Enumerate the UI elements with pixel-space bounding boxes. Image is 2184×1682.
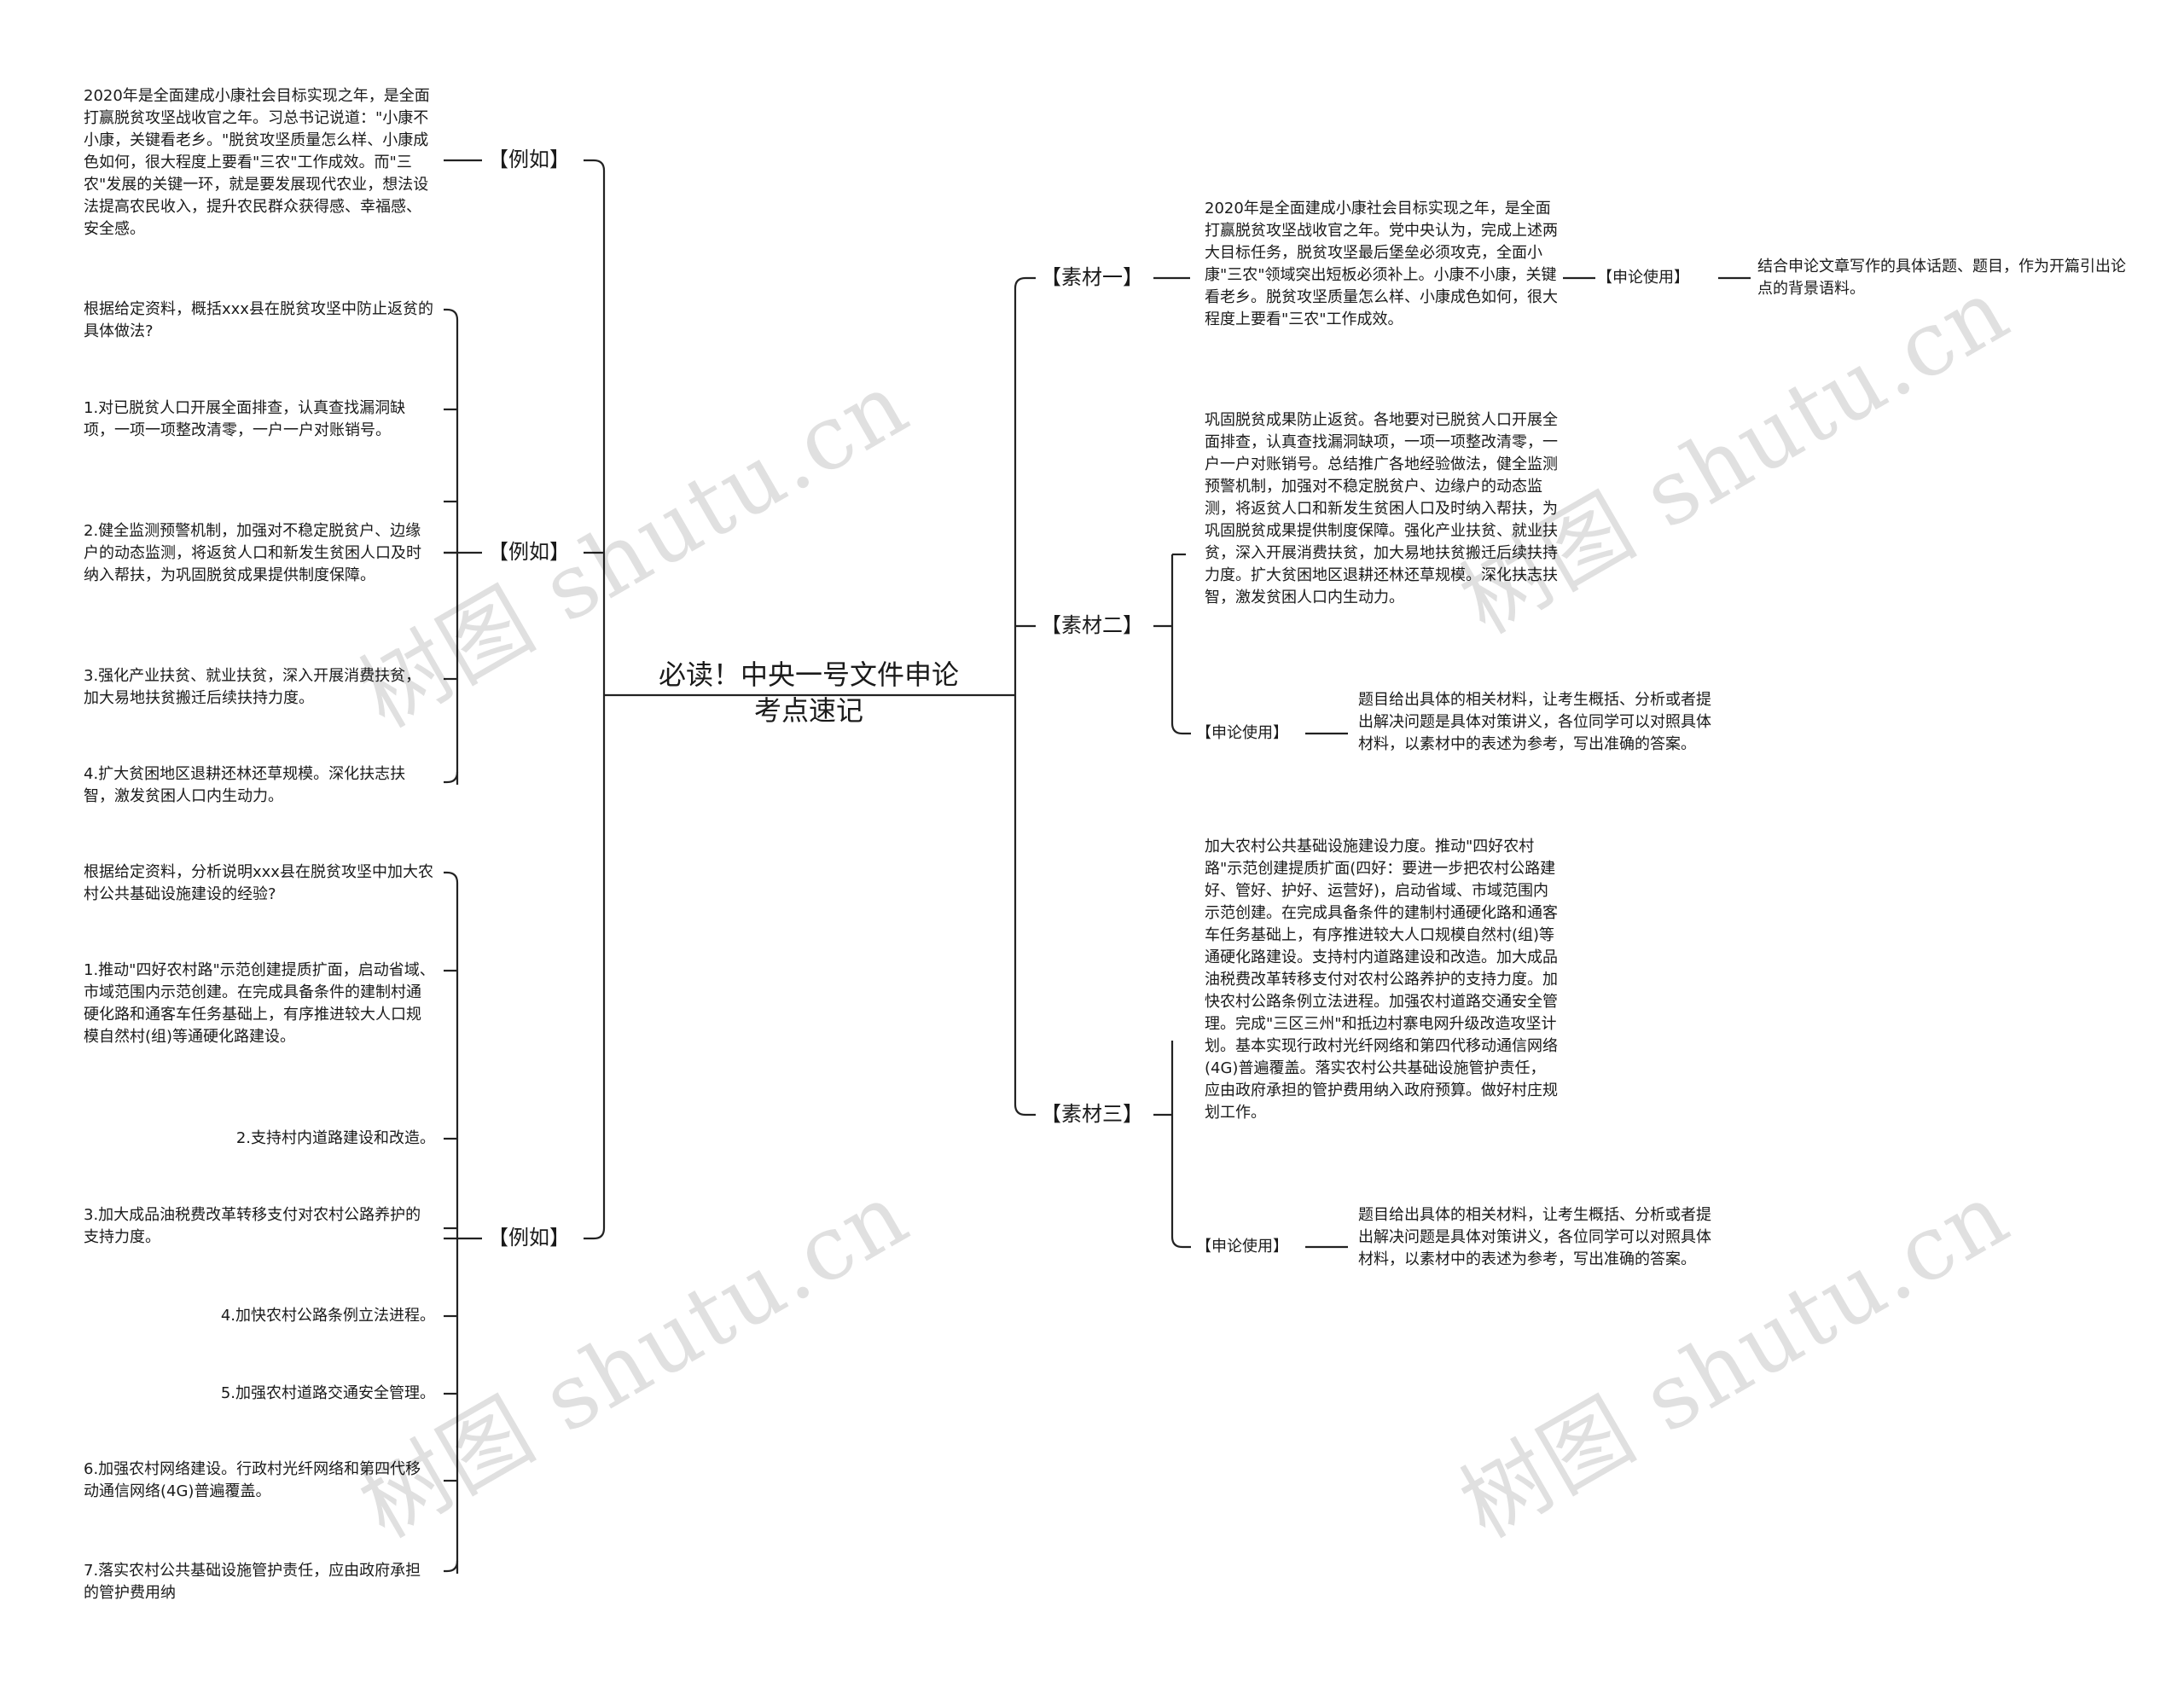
root-title-line2: 考点速记: [753, 694, 863, 727]
branch-sucai-2[interactable]: 【素材二】: [1041, 613, 1143, 637]
example-2-item-4[interactable]: 4.扩大贫困地区退耕还林还草规模。深化扶志扶智，激发贫困人口内生动力。: [84, 765, 406, 805]
example-2-item-2[interactable]: 2.健全监测预警机制，加强对不稳定脱贫户、边缘户的动态监测，将返贫人口和新发生贫…: [84, 522, 421, 584]
branch-sucai-3[interactable]: 【素材三】: [1041, 1102, 1143, 1126]
example-3-item-2[interactable]: 2.支持村内道路建设和改造。: [235, 1129, 435, 1147]
root-title[interactable]: 必读！中央一号文件申论 考点速记: [604, 657, 1014, 728]
branch-example-2[interactable]: 【例如】: [488, 540, 570, 564]
example-2-item-1[interactable]: 1.对已脱贫人口开展全面排查，认真查找漏洞缺项，一项一项整改清零，一户一户对账销…: [84, 399, 406, 439]
branch-sucai-1[interactable]: 【素材一】: [1041, 265, 1143, 289]
sucai-1-usage-text[interactable]: 结合申论文章写作的具体话题、题目，作为开篇引出论点的背景语料。: [1757, 258, 2126, 298]
example-3-item-7[interactable]: 7.落实农村公共基础设施管护责任，应由政府承担的管护费用纳: [84, 1562, 421, 1602]
example-3-item-5[interactable]: 5.加强农村道路交通安全管理。: [220, 1384, 435, 1402]
sucai-3-usage-text[interactable]: 题目给出具体的相关材料，让考生概括、分析或者提出解决问题是具体对策讲义，各位同学…: [1358, 1206, 1711, 1268]
sucai-1-usage-tag[interactable]: 【申论使用】: [1597, 269, 1689, 287]
sucai-3-usage-tag[interactable]: 【申论使用】: [1196, 1238, 1288, 1256]
example-3-item-6[interactable]: 6.加强农村网络建设。行政村光纤网络和第四代移动通信网络(4G)普遍覆盖。: [84, 1460, 421, 1500]
sucai-1-text[interactable]: 2020年是全面建成小康社会目标实现之年，是全面打赢脱贫攻坚战收官之年。党中央认…: [1205, 200, 1558, 328]
example-3-item-4[interactable]: 4.加快农村公路条例立法进程。: [220, 1307, 435, 1325]
sucai-2-usage-tag[interactable]: 【申论使用】: [1196, 724, 1288, 742]
example-1-text[interactable]: 2020年是全面建成小康社会目标实现之年，是全面打赢脱贫攻坚战收官之年。习总书记…: [84, 87, 430, 238]
example-2-question[interactable]: 根据给定资料，概括xxx县在脱贫攻坚中防止返贫的具体做法?: [84, 300, 433, 340]
sucai-2-text[interactable]: 巩固脱贫成果防止返贫。各地要对已脱贫人口开展全面排查，认真查找漏洞缺项，一项一项…: [1205, 411, 1558, 606]
left-trunk-top: [584, 159, 606, 695]
left-trunk-bottom: [584, 695, 606, 1240]
branch-example-1[interactable]: 【例如】: [488, 148, 570, 171]
branch-example-3[interactable]: 【例如】: [488, 1226, 570, 1250]
example-3-item-1[interactable]: 1.推动"四好农村路"示范创建提质扩面，启动省域、市域范围内示范创建。在完成具备…: [84, 961, 435, 1046]
sucai-2-usage-text[interactable]: 题目给出具体的相关材料，让考生概括、分析或者提出解决问题是具体对策讲义，各位同学…: [1358, 691, 1711, 753]
root-title-line1: 必读！中央一号文件申论: [658, 658, 959, 691]
example-2-item-3[interactable]: 3.强化产业扶贫、就业扶贫，深入开展消费扶贫，加大易地扶贫搬迁后续扶持力度。: [84, 667, 421, 707]
example-3-question[interactable]: 根据给定资料，分析说明xxx县在脱贫攻坚中加大农村公共基础设施建设的经验?: [84, 863, 433, 903]
sucai-3-text[interactable]: 加大农村公共基础设施建设力度。推动"四好农村路"示范创建提质扩面(四好：要进一步…: [1205, 838, 1558, 1122]
example-3-item-3[interactable]: 3.加大成品油税费改革转移支付对农村公路养护的支持力度。: [84, 1206, 421, 1246]
